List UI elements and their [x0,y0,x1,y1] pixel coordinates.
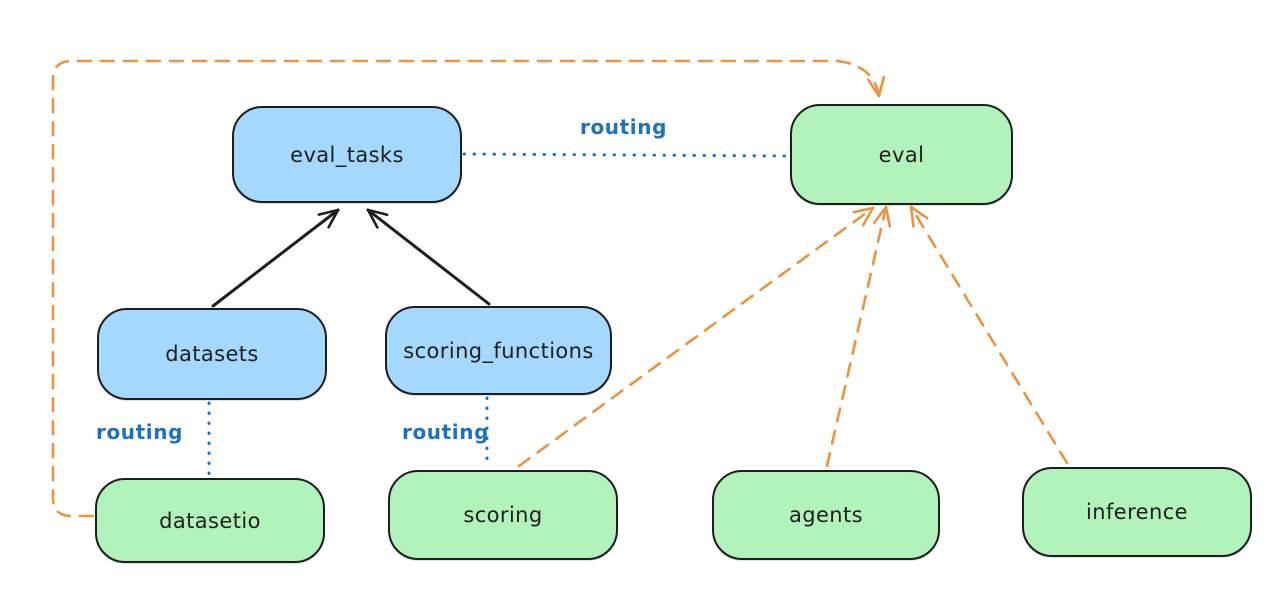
edge-eval-tasks-to-eval-routing [462,152,792,158]
node-datasets: datasets [97,308,327,400]
node-agents: agents [712,470,940,560]
routing-label-datasetio: routing [96,420,184,444]
node-datasetio: datasetio [95,478,325,563]
node-inference-label: inference [1086,500,1188,524]
routing-label-scoring: routing [402,420,490,444]
node-scoring-label: scoring [463,503,543,527]
node-eval: eval [790,104,1013,205]
edge-inference-to-eval [909,205,1069,465]
node-eval-label: eval [878,142,925,167]
node-eval-tasks-label: eval_tasks [290,142,404,167]
node-inference: inference [1022,467,1252,557]
edge-datasetio-to-eval-around [51,59,886,518]
edge-agents-to-eval [825,205,892,468]
node-scoring-functions: scoring_functions [385,306,612,395]
node-scoring: scoring [388,470,618,560]
node-eval-tasks: eval_tasks [232,106,462,203]
routing-label-top: routing [580,115,668,139]
node-datasets-label: datasets [165,342,259,366]
node-datasetio-label: datasetio [159,508,261,533]
node-agents-label: agents [788,503,863,527]
edge-scoring-functions-to-eval-tasks [366,208,491,306]
node-scoring-functions-label: scoring_functions [403,338,594,363]
edge-datasets-to-eval-tasks [211,208,340,308]
